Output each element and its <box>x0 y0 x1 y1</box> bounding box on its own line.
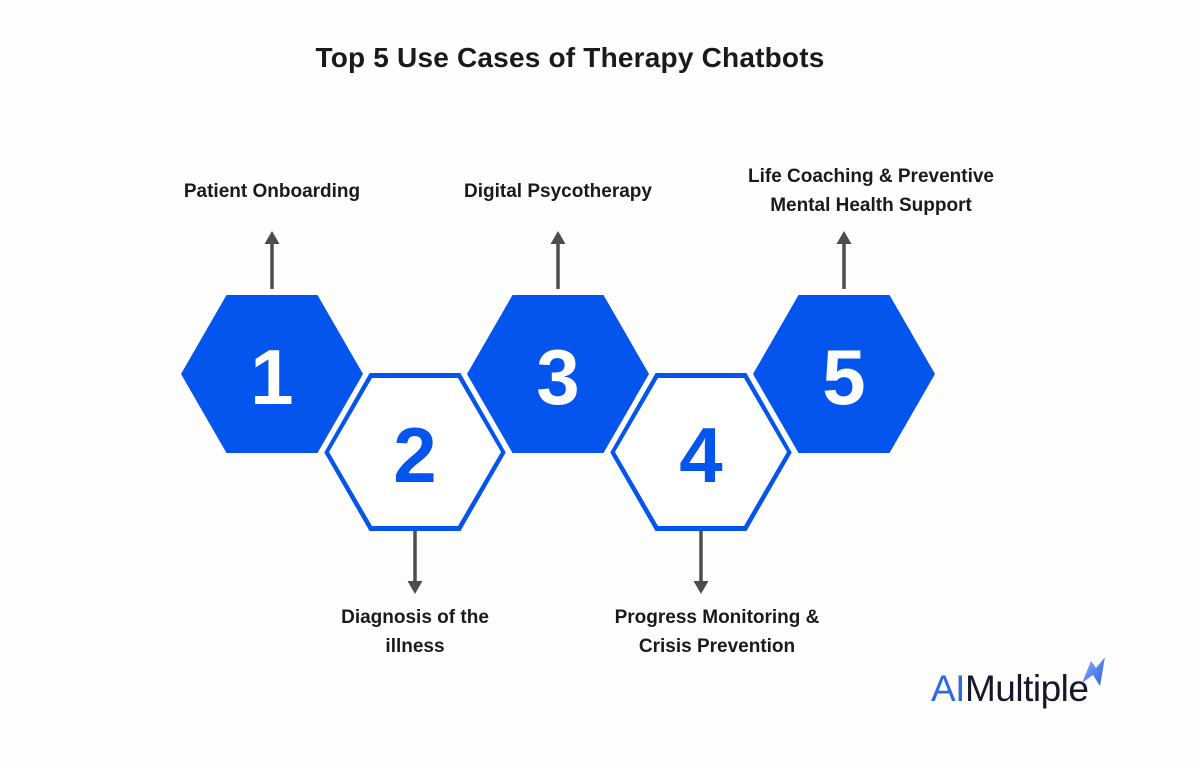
arrow-up-icon <box>836 231 852 297</box>
step-number: 5 <box>822 332 866 421</box>
step-label-progress-monitoring: Progress Monitoring & Crisis Prevention <box>614 607 820 657</box>
logo-text-multiple: Multiple <box>964 668 1089 709</box>
step-number: 4 <box>679 410 723 499</box>
hexagon-fill <box>181 295 363 453</box>
step-label-digital-psycotherapy: Digital Psycotherapy <box>464 180 652 202</box>
step-label-life-coaching: Life Coaching & Preventive Mental Health… <box>747 166 994 216</box>
step-number: 2 <box>393 410 437 499</box>
brand-logo: AIMultiple <box>931 657 1106 712</box>
logo-text-ai: AI <box>931 668 965 709</box>
hexagon-step-1: 1 <box>175 289 369 459</box>
arrow-up-icon <box>264 231 280 297</box>
page-title: Top 5 Use Cases of Therapy Chatbots <box>315 42 825 73</box>
arrow-down-icon <box>693 528 709 594</box>
step-number: 3 <box>536 332 580 421</box>
lightning-mark-icon <box>1082 657 1106 686</box>
arrow-down-icon <box>407 528 423 594</box>
hexagon-fill <box>615 378 787 526</box>
step-label-patient-onboarding: Patient Onboarding <box>183 180 361 202</box>
step-number: 1 <box>250 332 294 421</box>
arrow-up-icon <box>550 231 566 297</box>
hexagon-step-5: 5 <box>747 289 941 459</box>
hexagon-step-3: 3 <box>461 289 655 459</box>
step-label-diagnosis: Diagnosis of the illness <box>341 607 489 657</box>
